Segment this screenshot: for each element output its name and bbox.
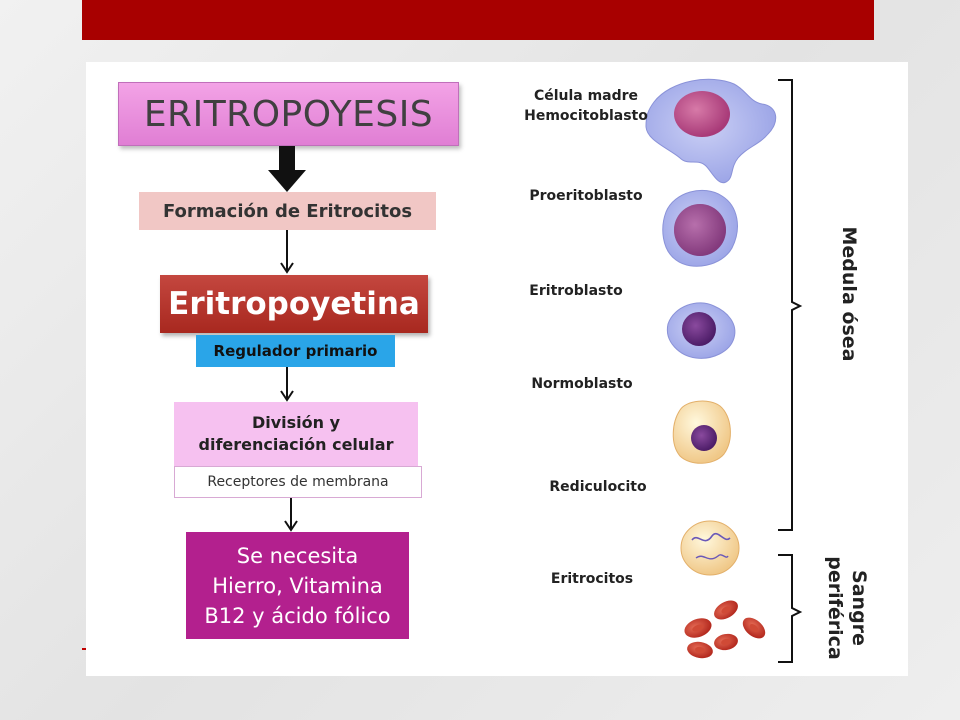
eritrocitos-cells bbox=[684, 600, 766, 659]
thick-arrow bbox=[268, 146, 306, 192]
necesita-text-line2: Hierro, Vitamina bbox=[212, 573, 383, 598]
eritroblasto-cell bbox=[666, 302, 736, 359]
arrow-formacion-epo bbox=[280, 230, 294, 274]
diagram-panel: ERITROPOYESIS Formación de Eritrocitos E… bbox=[86, 62, 908, 676]
stage-label-celula-madre: Célula madre bbox=[533, 88, 639, 104]
stage-label-eritrocitos: Eritrocitos bbox=[550, 571, 634, 587]
stage-label-proeritoblasto: Proeritoblasto bbox=[529, 188, 643, 204]
division-box: División y diferenciación celular bbox=[174, 402, 418, 466]
regulador-text: Regulador primario bbox=[213, 342, 378, 360]
arrow-receptores-necesita bbox=[284, 498, 298, 532]
division-text-line1: División y bbox=[251, 413, 341, 432]
proeritoblasto-cell bbox=[662, 189, 738, 267]
reticulocito-cell bbox=[680, 520, 740, 576]
necesita-text-line3: B12 y ácido fólico bbox=[204, 603, 391, 628]
sangre-label-line1: Sangre bbox=[848, 570, 870, 646]
arrow-regulador-division bbox=[280, 367, 294, 402]
slide-red-mark bbox=[82, 648, 86, 650]
medula-bracket bbox=[778, 79, 803, 531]
sangre-bracket bbox=[778, 554, 803, 663]
stage-label-hemocitoblasto-name: Hemocitoblasto bbox=[524, 108, 648, 124]
normoblasto-cell bbox=[672, 400, 731, 464]
division-text-line2: diferenciación celular bbox=[198, 435, 394, 454]
eritropoyetina-box: Eritropoyetina bbox=[160, 275, 428, 333]
title-text: ERITROPOYESIS bbox=[143, 93, 434, 135]
medula-label: Medula ósea bbox=[838, 226, 860, 362]
stage-label-rediculocito: Rediculocito bbox=[549, 479, 647, 495]
stage-label-eritroblasto: Eritroblasto bbox=[529, 283, 623, 299]
necesita-text-line1: Se necesita bbox=[236, 543, 359, 568]
sangre-label: Sangre periférica bbox=[819, 553, 871, 663]
formacion-box: Formación de Eritrocitos bbox=[139, 192, 436, 230]
title-box: ERITROPOYESIS bbox=[118, 82, 459, 146]
sangre-label-line2: periférica bbox=[824, 556, 846, 660]
eritropoyetina-text: Eritropoyetina bbox=[168, 286, 420, 322]
stage-label-normoblasto: Normoblasto bbox=[531, 376, 633, 392]
receptores-box: Receptores de membrana bbox=[174, 466, 422, 498]
top-accent-bar bbox=[82, 0, 874, 40]
regulador-box: Regulador primario bbox=[196, 335, 395, 367]
receptores-text: Receptores de membrana bbox=[207, 474, 389, 490]
diagram-graphics bbox=[268, 78, 803, 663]
hemocitoblasto-cell bbox=[645, 78, 777, 184]
formacion-text: Formación de Eritrocitos bbox=[162, 200, 413, 222]
stage-label-hemocitoblasto: Célula madre Hemocitoblasto bbox=[506, 86, 666, 126]
necesita-box: Se necesita Hierro, Vitamina B12 y ácido… bbox=[186, 532, 409, 639]
